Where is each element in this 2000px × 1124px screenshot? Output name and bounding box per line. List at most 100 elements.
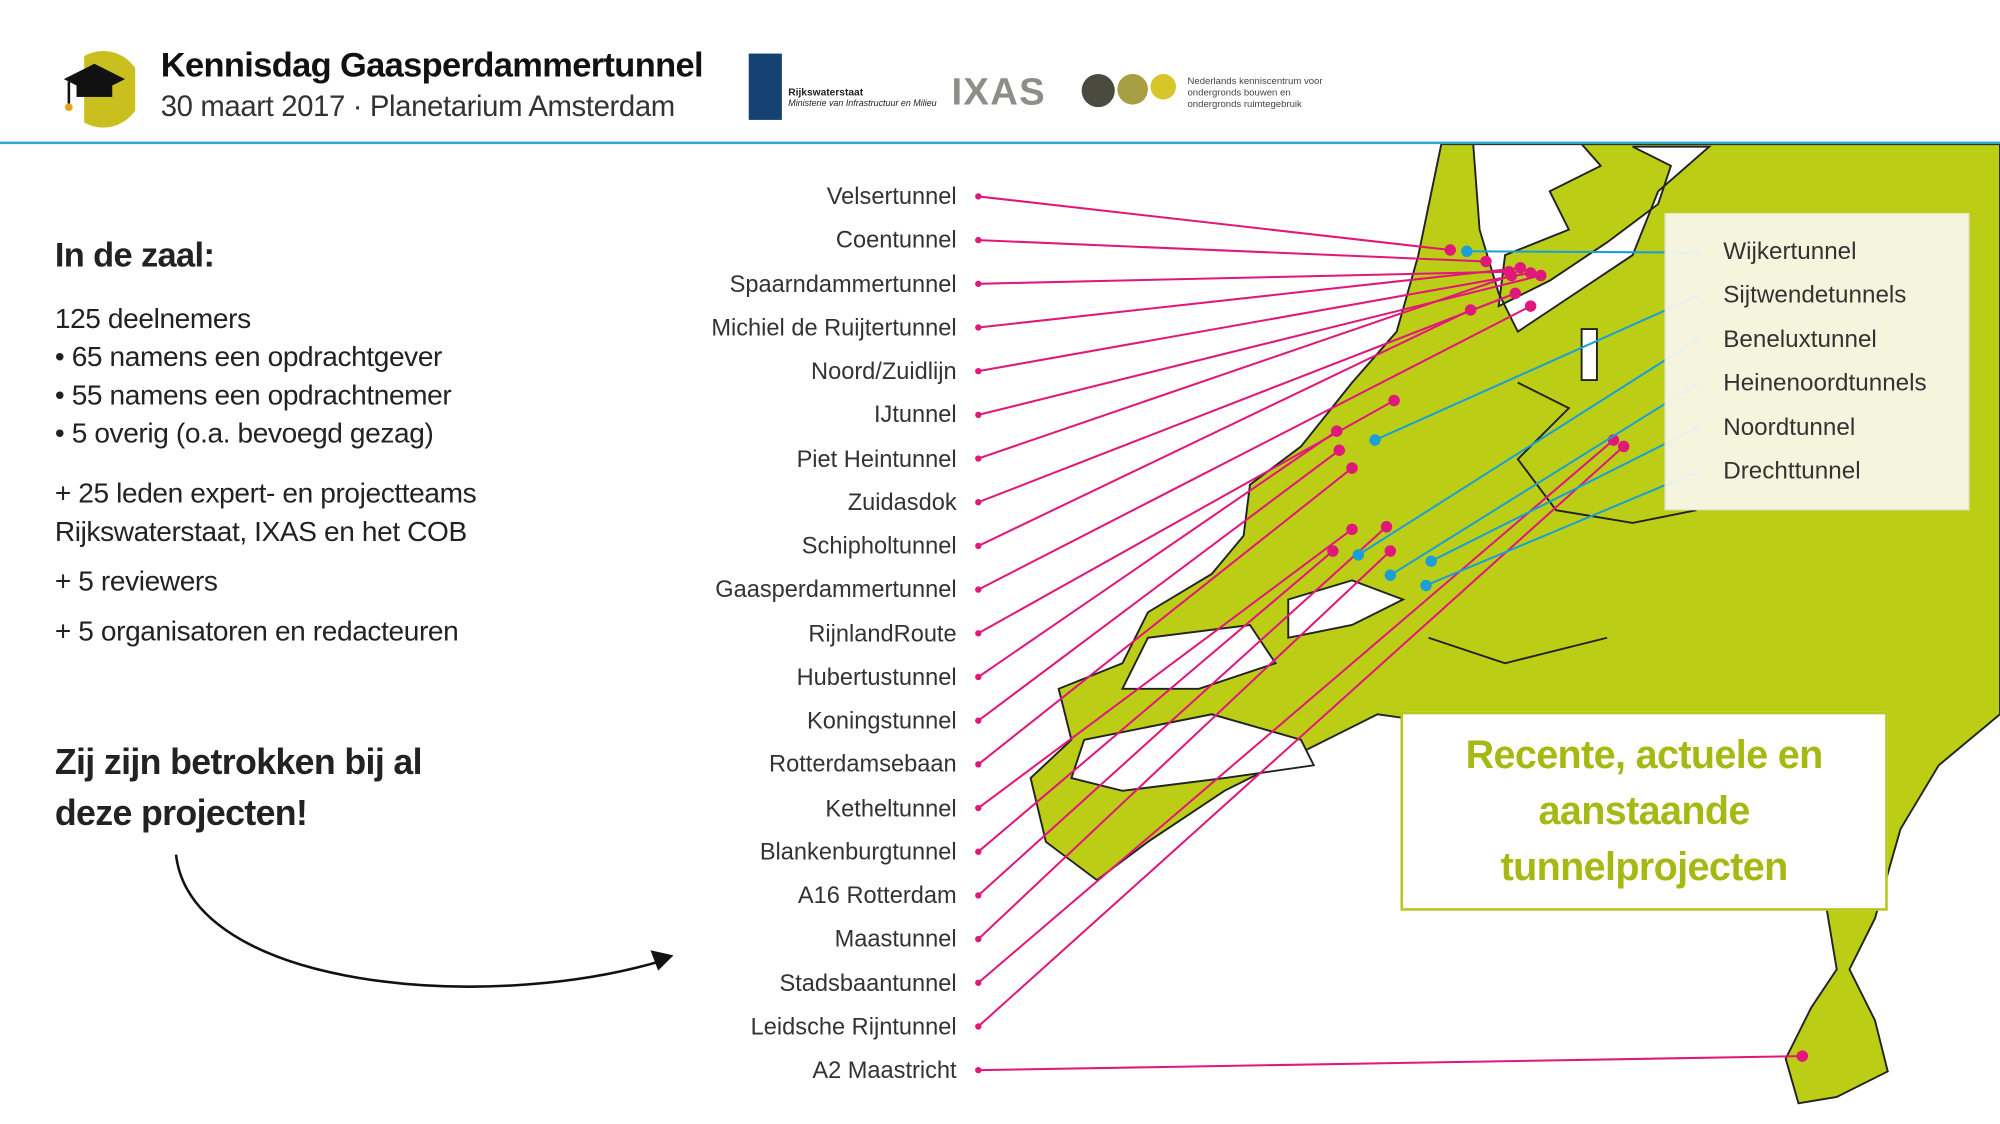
legend-tunnel-label: Drechttunnel <box>1723 457 1861 485</box>
tunnel-connector-line <box>978 274 1542 416</box>
label-dot <box>975 499 982 506</box>
tunnel-location-marker <box>1464 304 1477 316</box>
tunnel-connector-line <box>1389 383 1697 577</box>
rijkswaterstaat-sub: Ministerie van Infrastructuur en Milieu <box>788 99 937 109</box>
callout-line: aanstaande <box>1538 788 1751 833</box>
attendance-line: • 65 namens een opdrachtgever <box>54 340 443 373</box>
tunnel-label: Hubertustunnel <box>796 662 957 690</box>
callout-line: tunnelprojecten <box>1500 844 1789 890</box>
tunnel-label: Blankenburgtunnel <box>759 837 957 865</box>
tunnel-location-marker <box>1514 262 1527 274</box>
tunnel-connector-line <box>1430 427 1697 563</box>
label-dot <box>975 848 982 855</box>
tunnel-label: Noord/Zuidlijn <box>811 357 957 384</box>
tunnel-location-marker <box>1369 434 1381 446</box>
callout-box: Recente, actuele en aanstaande tunnelproje… <box>1400 711 1888 911</box>
tunnel-label: Schipholtunnel <box>801 531 957 559</box>
tunnel-location-marker <box>1384 569 1397 581</box>
legend-tunnel-label: Noordtunnel <box>1723 414 1856 441</box>
tunnel-location-marker <box>1509 287 1522 300</box>
tunnel-connector-line <box>977 550 1391 940</box>
tunnel-connector-line <box>978 266 1521 329</box>
tunnel-connector-line <box>1374 295 1697 441</box>
tunnel-label: Spaarndammertunnel <box>729 269 957 297</box>
tunnel-connector-line <box>978 271 1531 373</box>
cob-logo <box>1081 73 1177 108</box>
tunnel-connector-line <box>977 292 1516 504</box>
tunnel-connector-line <box>978 1055 1803 1072</box>
label-dot <box>975 1023 982 1030</box>
attendance-line: + 5 organisatoren en redacteuren <box>54 614 459 647</box>
label-dot <box>975 673 982 681</box>
projects-statement: Zij zijn betrokken bij al deze projecten… <box>54 737 423 839</box>
tunnel-location-marker <box>1524 267 1537 279</box>
tunnel-location-marker <box>1346 523 1358 536</box>
tunnel-connector-line <box>977 430 1338 678</box>
label-dot <box>975 1066 982 1074</box>
attendance-line: + 5 reviewers <box>54 565 218 597</box>
tunnel-location-marker <box>1535 269 1547 282</box>
tunnel-location-marker <box>1327 545 1339 557</box>
tunnel-connector-line <box>977 550 1334 853</box>
tunnel-label: Stadsbaantunnel <box>779 968 957 996</box>
tunnel-location-marker <box>1420 579 1432 592</box>
tunnel-connector-line <box>977 449 1340 722</box>
tunnel-connector-line <box>977 528 1353 809</box>
label-dot <box>975 236 982 244</box>
tunnel-label: Michiel de Ruijtertunnel <box>711 313 957 341</box>
label-dot <box>975 935 982 943</box>
header-divider <box>0 141 2000 145</box>
attendance-line: Rijkswaterstaat, IXAS en het COB <box>54 515 467 548</box>
label-dot <box>975 324 982 331</box>
tunnel-label: IJtunnel <box>873 400 957 428</box>
legend-tunnel-label: Heinenoordtunnels <box>1723 370 1927 397</box>
tunnel-label: Maastunnel <box>834 925 957 952</box>
statement-line: Zij zijn betrokken bij al <box>54 742 423 782</box>
label-dot <box>975 630 982 637</box>
tunnel-connector-line <box>977 526 1388 897</box>
attendance-line: • 5 overig (o.a. bevoegd gezag) <box>54 417 434 449</box>
tunnel-label: Zuidasdok <box>847 488 957 515</box>
label-dot <box>975 979 982 986</box>
label-dot <box>975 542 982 550</box>
legend-tunnel-label: Beneluxtunnel <box>1723 326 1877 354</box>
tunnel-connector-line <box>1425 470 1697 587</box>
tunnel-location-marker <box>1796 1050 1809 1062</box>
tunnel-connector-line <box>977 274 1512 460</box>
statement-line: deze projecten! <box>54 793 308 833</box>
rijkswaterstaat-name: Rijkswaterstaat <box>788 86 864 99</box>
tunnel-connector-line <box>978 239 1487 263</box>
page-title: Kennisdag Gaasperdammertunnel <box>160 45 704 85</box>
cob-tagline: Nederlands kenniscentrum voor ondergrond… <box>1187 75 1323 110</box>
label-dot <box>975 367 982 375</box>
tunnel-label: Velsertunnel <box>826 182 957 210</box>
tunnel-location-marker <box>1346 462 1358 474</box>
label-dot <box>975 455 982 462</box>
attendance-line: • 55 namens een opdrachtnemer <box>54 378 452 411</box>
legend-tunnel-label: Sijtwendetunnels <box>1723 282 1907 310</box>
rijkswaterstaat-logo <box>748 53 782 120</box>
callout-line: Recente, actuele en <box>1465 732 1824 777</box>
tunnel-location-marker <box>1480 255 1492 268</box>
tunnel-location-marker <box>1330 425 1343 437</box>
tunnel-location-marker <box>1461 245 1473 258</box>
tunnel-connector-line <box>978 195 1451 252</box>
tunnel-location-marker <box>1388 394 1400 407</box>
attendance-list: 125 deelnemers • 65 namens een opdrachtg… <box>54 300 477 651</box>
ixas-logo: IXAS <box>951 71 1046 114</box>
label-dot <box>975 892 982 899</box>
tunnel-location-marker <box>1617 440 1630 453</box>
tunnel-connector-line <box>1466 250 1697 254</box>
tunnel-label: Leidsche Rijntunnel <box>750 1012 957 1040</box>
tunnel-location-marker <box>1444 244 1456 256</box>
tunnel-connector-line <box>977 445 1625 1028</box>
tunnel-connector-line <box>978 270 1509 285</box>
tunnel-location-marker <box>1505 269 1518 282</box>
tunnel-label: A16 Rotterdam <box>797 881 957 909</box>
tunnel-label: Ketheltunnel <box>825 793 957 821</box>
label-dot <box>975 717 982 724</box>
arrow-icon <box>174 854 674 988</box>
tunnel-location-marker <box>1524 300 1537 312</box>
tunnel-connector-line <box>977 305 1532 591</box>
